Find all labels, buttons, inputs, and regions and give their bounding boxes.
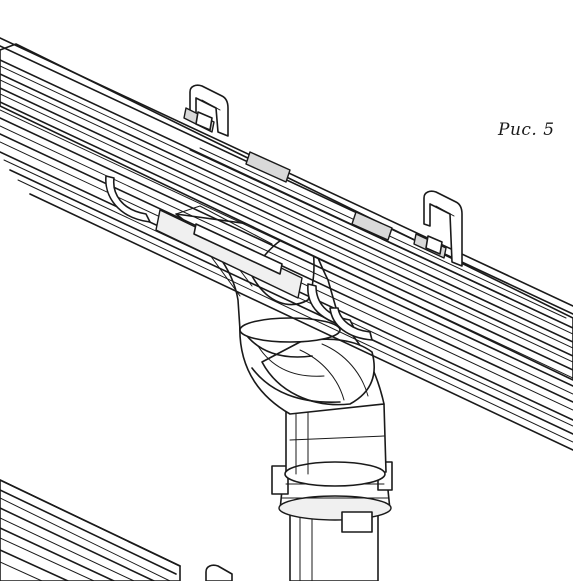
gutter-connectors — [155, 151, 393, 299]
figure-caption: Рис. 5 — [498, 120, 555, 140]
lower-elbow — [284, 403, 387, 487]
gutter-brackets — [105, 84, 463, 341]
lower-gutter — [0, 479, 233, 581]
upper-elbows — [239, 321, 385, 415]
